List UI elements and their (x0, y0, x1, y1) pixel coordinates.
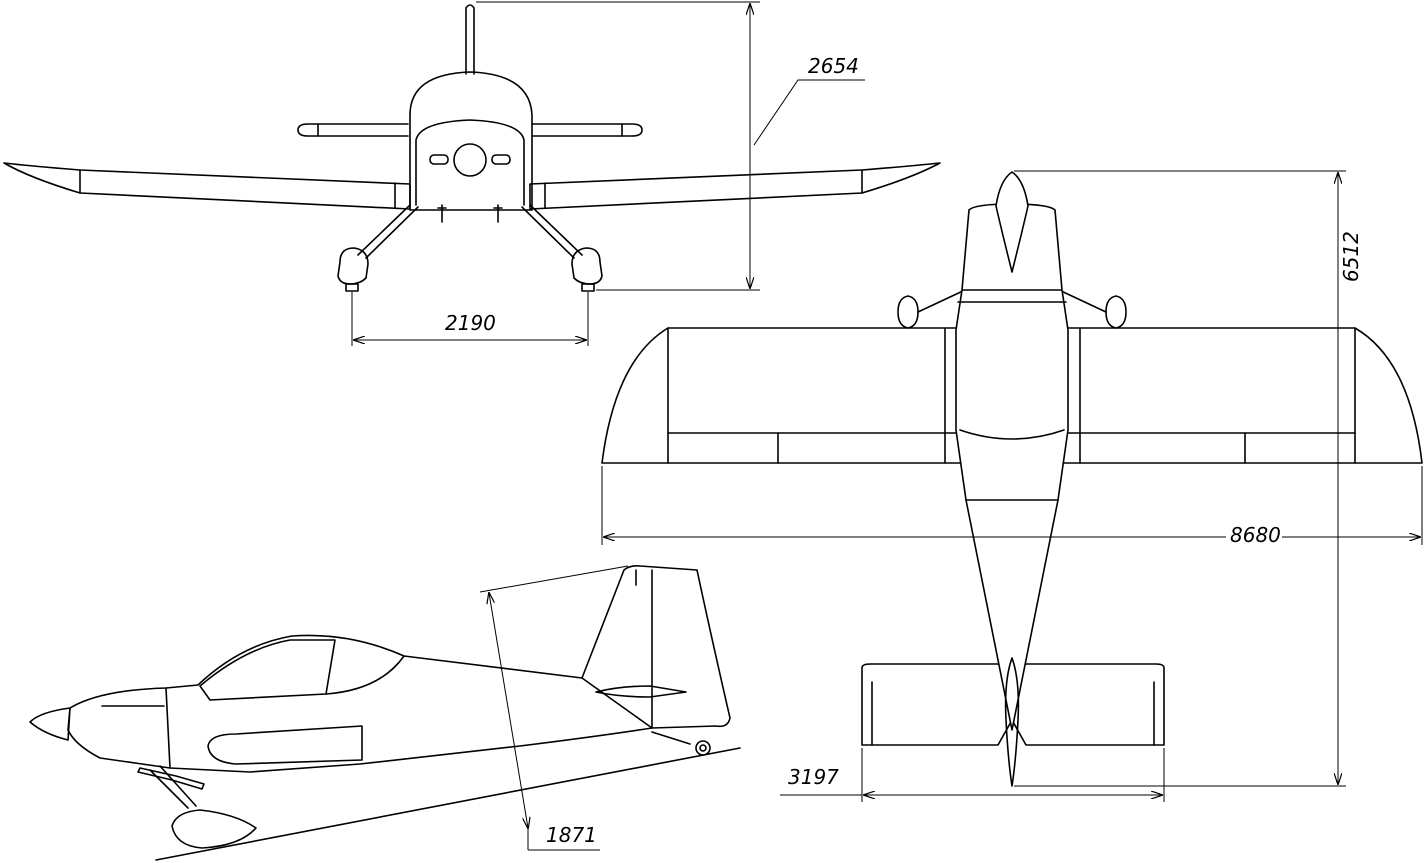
front-left-stabilizer (297, 123, 409, 137)
top-spinner (995, 171, 1029, 273)
side-canopy (199, 639, 336, 701)
front-view: 2654 2190 (3, 1, 941, 346)
top-span-label: 8680 (1230, 523, 1281, 547)
front-fin (465, 4, 475, 75)
front-fuselage (409, 71, 533, 211)
side-height-dim-line (489, 593, 528, 828)
side-wheel-pant (171, 809, 257, 849)
front-spinner (453, 143, 487, 177)
front-right-gear (521, 204, 583, 259)
top-length-label: 6512 (1339, 231, 1363, 282)
top-view: 6512 8680 3197 (601, 170, 1423, 802)
side-height-label: 1871 (546, 823, 597, 847)
front-height-label: 2654 (808, 54, 859, 78)
side-view: 1871 (29, 565, 741, 861)
top-left-wheel (897, 295, 919, 329)
top-tail-span-label: 3197 (788, 765, 839, 789)
top-right-wheel (1105, 295, 1127, 329)
front-left-wing (3, 162, 411, 210)
front-right-stabilizer (531, 123, 643, 137)
top-fuselage (955, 203, 1069, 731)
side-fin (581, 565, 731, 729)
side-tail-wheel (695, 740, 711, 756)
side-stabilizer (595, 685, 687, 698)
front-track-label: 2190 (445, 311, 496, 335)
side-wing-fairing (207, 725, 363, 765)
side-spinner (29, 707, 71, 741)
front-cowling (415, 119, 525, 206)
side-ground-line (155, 747, 741, 861)
front-right-wing (529, 162, 941, 210)
side-fuselage (67, 634, 653, 773)
top-rudder (1004, 657, 1020, 787)
front-left-gear (357, 204, 419, 259)
